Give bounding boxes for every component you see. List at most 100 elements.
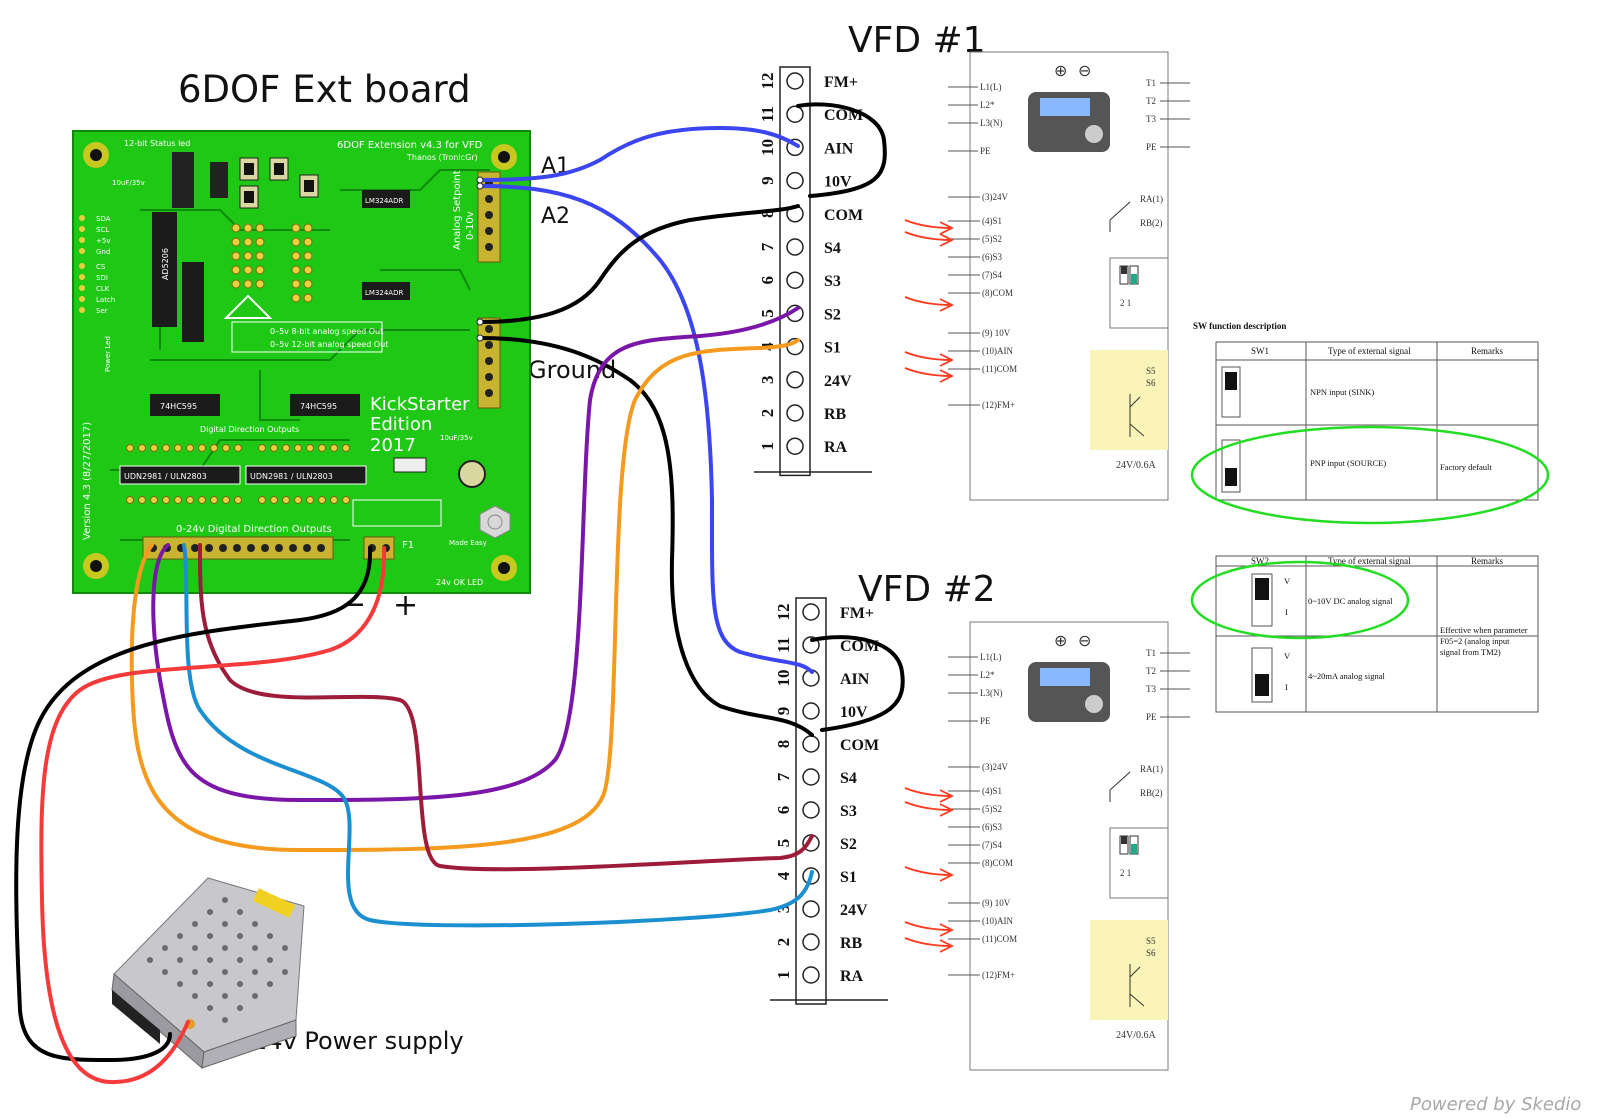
- header-pin-row: [126, 444, 350, 504]
- earth-symbol: ⊕: [1054, 631, 1067, 650]
- sw2-voltage-label: 0~10V DC analog signal: [1308, 596, 1393, 606]
- arrow-silk: [223, 294, 273, 319]
- sw2-i-label-2: I: [1285, 682, 1288, 692]
- wire-power-black: [14, 546, 373, 1063]
- terminal-number: 10: [774, 670, 793, 687]
- terminal-screw: [802, 702, 820, 720]
- terminal-screw: [802, 603, 820, 621]
- wire-maroon: [198, 543, 814, 872]
- sw2-remark-2: F05=2 (analog input: [1440, 636, 1510, 646]
- vfd-control-input-label: (9) 10V: [982, 898, 1011, 908]
- terminal-number: 6: [774, 806, 793, 815]
- cap-label: 10uF/35v: [112, 179, 145, 187]
- pcb-header: 6DOF Extension v4.3 for VFD: [337, 140, 483, 151]
- pin-gnd: Gnd: [96, 248, 110, 256]
- arrow-marker: [904, 351, 955, 367]
- terminal-number: 1: [774, 971, 793, 980]
- capacitor: [458, 460, 486, 488]
- vfd-motor-output-label: T1: [1146, 648, 1156, 658]
- sw2-i-label: I: [1285, 607, 1288, 617]
- dip-switch-lever: [1121, 836, 1127, 844]
- terminal-label: S2: [840, 836, 857, 853]
- fuse-label: F1: [402, 540, 414, 551]
- board-title: 6DOF Ext board: [178, 68, 471, 111]
- terminal-screw: [802, 933, 820, 951]
- transistor: [239, 157, 259, 181]
- vfd-control-input-label: (6)S3: [982, 822, 1002, 832]
- dip-switch-label: 2 1: [1120, 298, 1131, 308]
- vfd-control-input-label: (5)S2: [982, 804, 1002, 814]
- vfd-control-input-label: (12)FM+: [982, 970, 1015, 980]
- sw1-factory-default: Factory default: [1440, 462, 1492, 472]
- sw2-header-type: Type of external signal: [1328, 556, 1411, 566]
- terminal-label: AIN: [824, 140, 854, 157]
- wire-vfd1-com-jumper: [796, 102, 887, 198]
- vfd-power-input-label: PE: [980, 716, 991, 726]
- terminal-number: 8: [774, 740, 793, 749]
- vfd-control-input-label: (11)COM: [982, 364, 1017, 374]
- pin-clk: CLK: [96, 285, 110, 293]
- terminal-number: 9: [774, 707, 793, 716]
- sw2-v-label-2: V: [1284, 651, 1291, 661]
- terminal-label: RB: [824, 406, 847, 423]
- terminal-number: 10: [758, 139, 777, 156]
- digital-dir-label: Digital Direction Outputs: [200, 425, 299, 434]
- arrow-marker: [904, 787, 955, 803]
- vfd-control-input-label: (8)COM: [982, 858, 1013, 868]
- terminal-label: S2: [824, 306, 841, 323]
- sw1-header-sw: SW1: [1251, 346, 1269, 356]
- terminal-screws: [476, 176, 484, 342]
- terminal-screw: [802, 801, 820, 819]
- terminal-number: 8: [758, 210, 777, 219]
- dip-switch-box: [1109, 257, 1169, 329]
- terminal-label: RA: [840, 968, 864, 985]
- pin-scl: SCL: [96, 226, 109, 234]
- dip-switch-box: [1109, 827, 1169, 899]
- vfd-motor-output-label: T1: [1146, 78, 1156, 88]
- vfd2-title: VFD #2: [858, 569, 996, 610]
- terminal-label: 10V: [824, 174, 852, 191]
- terminal-number: 12: [758, 73, 777, 90]
- terminal-screw: [786, 437, 804, 455]
- transistor-symbol: [1129, 964, 1145, 1007]
- jumper-grid: [231, 223, 313, 303]
- vfd-control-input-label: (11)COM: [982, 934, 1017, 944]
- wire-vfd1-com-black: [478, 204, 800, 324]
- sw-tables: SW function description SW1 Type of exte…: [1190, 321, 1550, 713]
- analog-connector-pins: [485, 179, 493, 251]
- sw2-header-remarks: Remarks: [1471, 556, 1503, 566]
- terminal-label: S4: [824, 240, 841, 257]
- output-transistor-box: [1090, 920, 1168, 1020]
- transistor-output-label: S5: [1146, 366, 1156, 376]
- dac-chip: [152, 212, 177, 327]
- made-easy-label: Made Easy: [449, 539, 487, 547]
- vfd-motor-output-label: T3: [1146, 684, 1156, 694]
- shift-register-label: 74HC595: [160, 402, 197, 411]
- vfd-control-input-label: (3)24V: [982, 192, 1008, 202]
- relay-contact: [1109, 771, 1131, 802]
- transistor-output-label: S5: [1146, 936, 1156, 946]
- sw2-current-label: 4~20mA analog signal: [1308, 671, 1385, 681]
- shift-register-chip: [150, 394, 220, 416]
- wires: [14, 102, 905, 1085]
- ok-led-label: 24v OK LED: [436, 578, 483, 587]
- terminal-number: 7: [758, 242, 777, 251]
- analog-range-label: 0-10v: [465, 211, 476, 240]
- sw1-npn-label: NPN input (SINK): [1310, 387, 1374, 397]
- a2-label: A2: [541, 204, 570, 229]
- terminal-label: S3: [824, 273, 841, 290]
- vfd-motor-output-label: T2: [1146, 666, 1156, 676]
- pcb-author: Thanos (TronicGr): [406, 153, 478, 162]
- vfd-power-input-label: L2*: [980, 100, 995, 110]
- sw1-table: [1215, 341, 1539, 501]
- vfd-control-input-label: (12)FM+: [982, 400, 1015, 410]
- edition-line-1: KickStarter: [370, 394, 470, 415]
- terminal-number: 12: [774, 604, 793, 621]
- sw2-remark-1: Effective when parameter: [1440, 625, 1528, 635]
- transistor-output-label: S6: [1146, 948, 1156, 958]
- psu-sticker: [252, 888, 296, 918]
- terminal-label: 10V: [840, 704, 868, 721]
- terminal-number: 6: [758, 276, 777, 285]
- terminal-label: S1: [840, 869, 857, 886]
